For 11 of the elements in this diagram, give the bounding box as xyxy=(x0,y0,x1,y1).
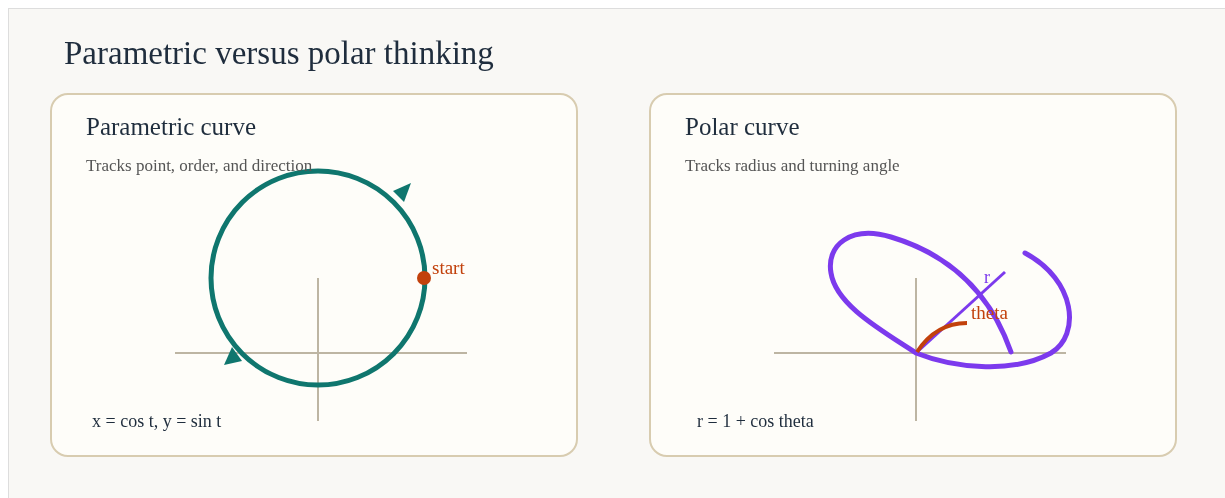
label: r = 1 + cos theta xyxy=(697,412,814,430)
card-panel xyxy=(649,93,1177,457)
card-title: Parametric curve xyxy=(86,113,257,141)
label: start xyxy=(432,258,465,277)
title: Parametric versus polar thinking xyxy=(64,35,494,72)
card-subtitle: Tracks radius and turning angle xyxy=(685,156,900,176)
card-title: Polar curve xyxy=(685,113,800,141)
card-panel xyxy=(50,93,578,457)
label: r xyxy=(984,268,990,286)
card-subtitle: Tracks point, order, and direction xyxy=(86,156,313,176)
label: x = cos t, y = sin t xyxy=(92,412,222,430)
